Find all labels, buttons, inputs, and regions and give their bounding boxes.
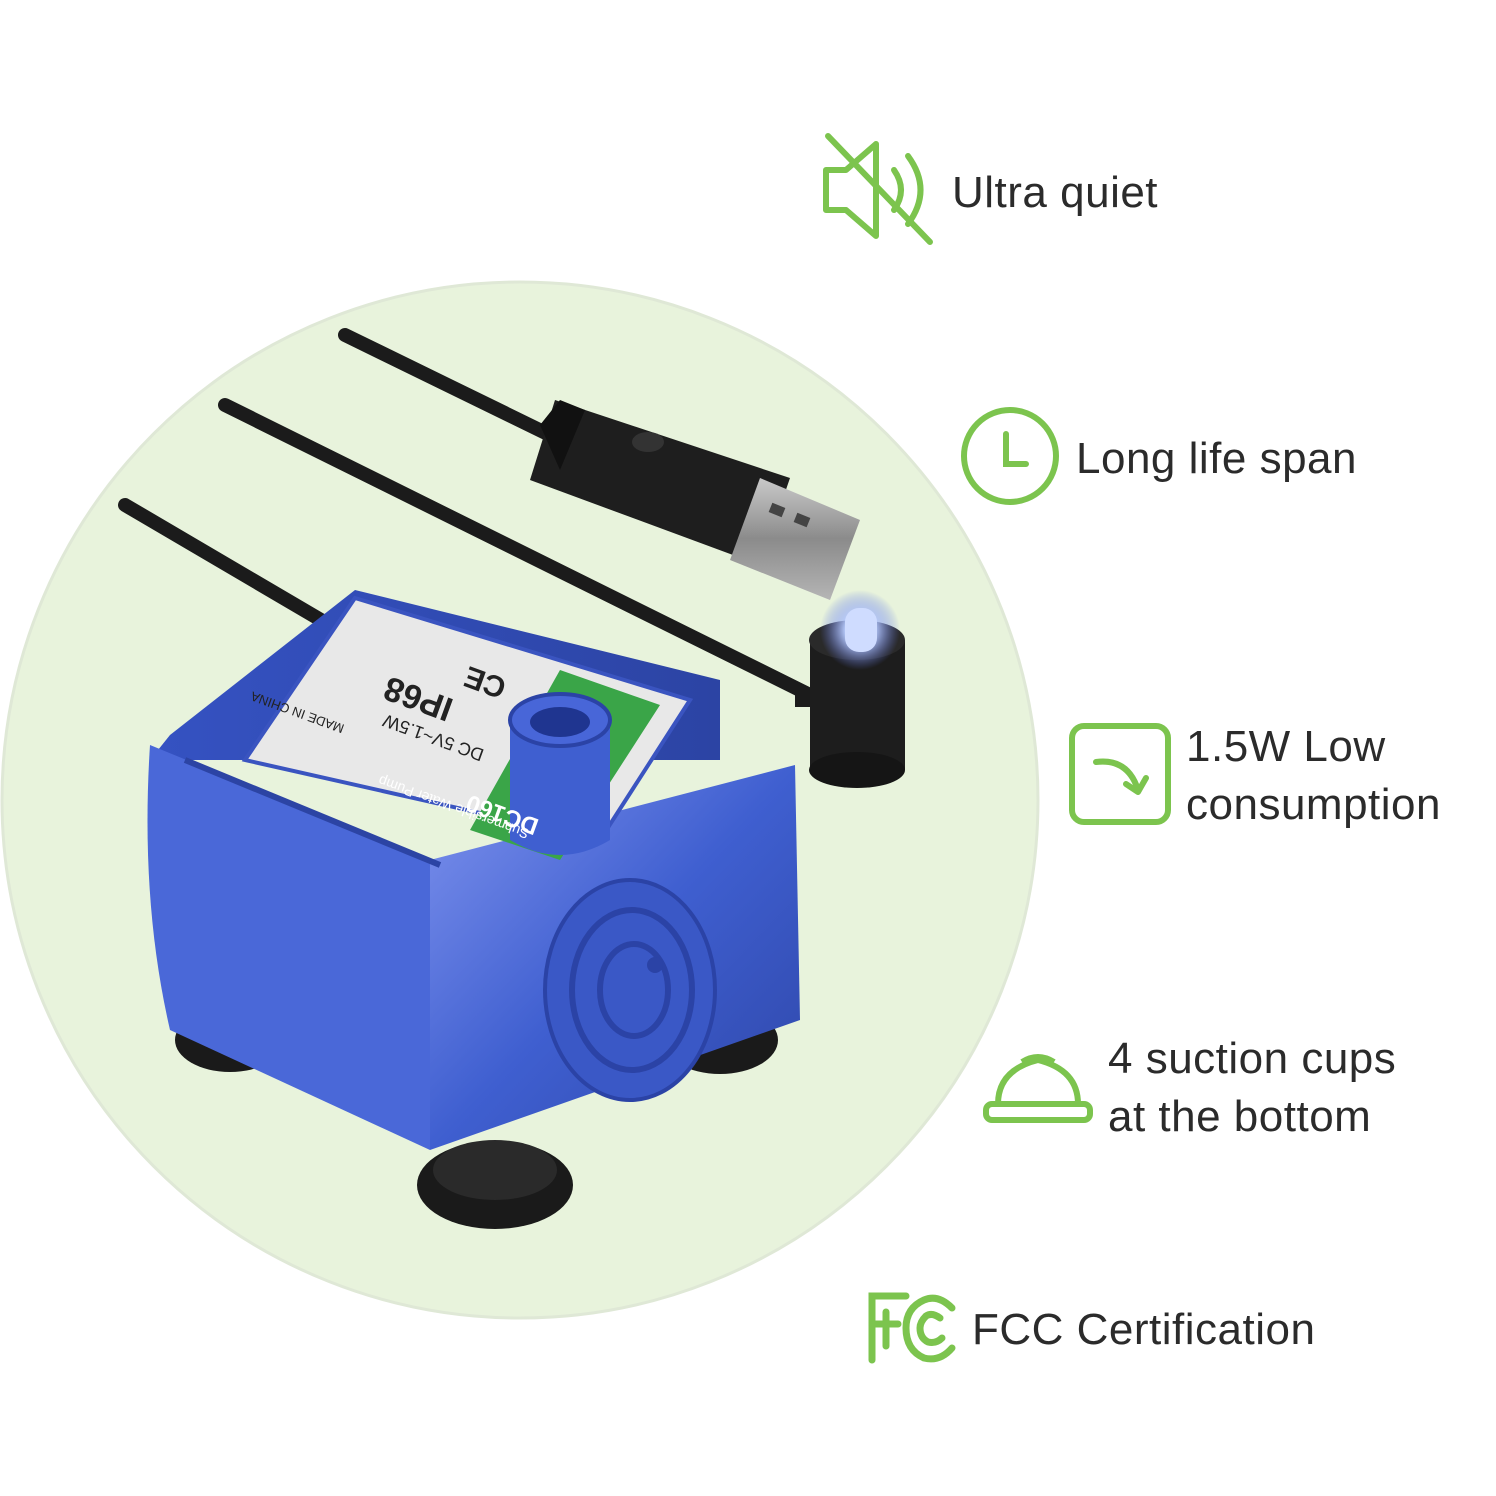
fcc-logo-icon xyxy=(866,1288,958,1371)
led-light xyxy=(795,590,905,788)
clock-icon xyxy=(958,404,1062,513)
feature-suction-cups: 4 suction cups at the bottom xyxy=(982,1030,1396,1146)
pump-body xyxy=(147,590,800,1150)
feature-low-consumption: 1.5W Low consumption xyxy=(1068,718,1441,834)
speaker-muted-icon xyxy=(818,130,938,255)
feature-label: Long life span xyxy=(1076,433,1357,483)
usb-plug xyxy=(530,400,860,600)
feature-label: Ultra quiet xyxy=(952,167,1159,217)
feature-ultra-quiet: Ultra quiet xyxy=(818,130,1158,255)
feature-label: FCC Certification xyxy=(972,1304,1316,1354)
arrow-down-curve-icon xyxy=(1068,722,1172,831)
feature-label: 1.5W Low consumption xyxy=(1186,722,1441,829)
feature-fcc: FCC Certification xyxy=(866,1288,1315,1371)
feature-label: 4 suction cups at the bottom xyxy=(1108,1034,1397,1141)
cables xyxy=(118,328,827,707)
suction-cup-icon xyxy=(982,1044,1094,1133)
feature-long-life: Long life span xyxy=(958,404,1357,513)
